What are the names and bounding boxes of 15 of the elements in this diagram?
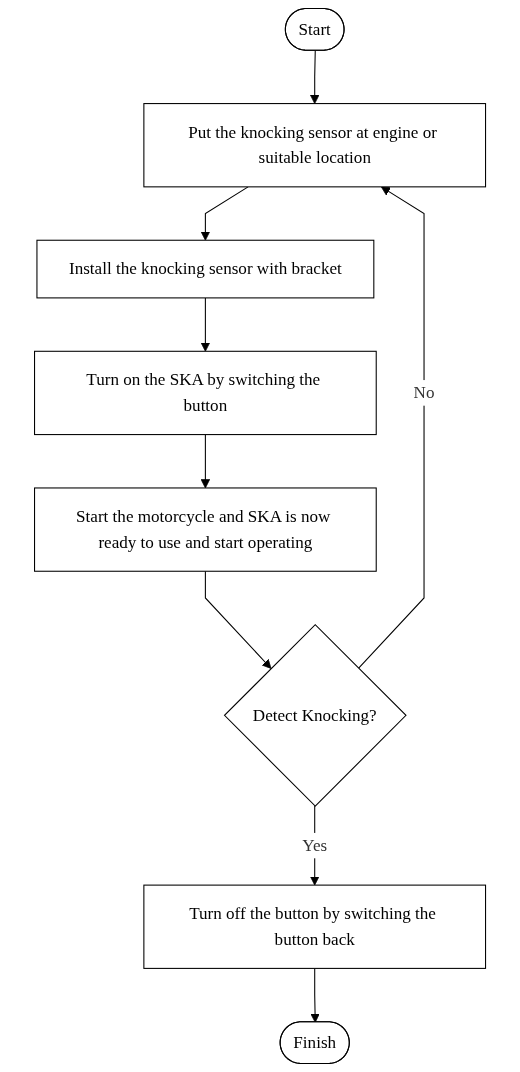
arrow xyxy=(204,570,272,669)
arrow xyxy=(200,297,211,352)
arrow xyxy=(310,967,320,1023)
node-diamond: Detect Knocking? xyxy=(223,623,407,807)
arrow xyxy=(357,186,425,669)
node-box: Put the knocking sensor at engine or suitable location xyxy=(143,103,487,188)
node-box: Start the motorcycle and SKA is now ready to use and start operating xyxy=(33,487,377,572)
arrow xyxy=(309,50,320,104)
edge-label: Yes xyxy=(302,836,328,855)
node-box: Turn off the button by switching the button back xyxy=(143,884,487,969)
arrow xyxy=(200,434,211,489)
arrow xyxy=(200,186,249,241)
node-box: Install the knocking sensor with bracket xyxy=(36,239,375,299)
node-box: Turn on the SKA by switching the button xyxy=(33,350,377,436)
edge-label: No xyxy=(413,383,435,402)
